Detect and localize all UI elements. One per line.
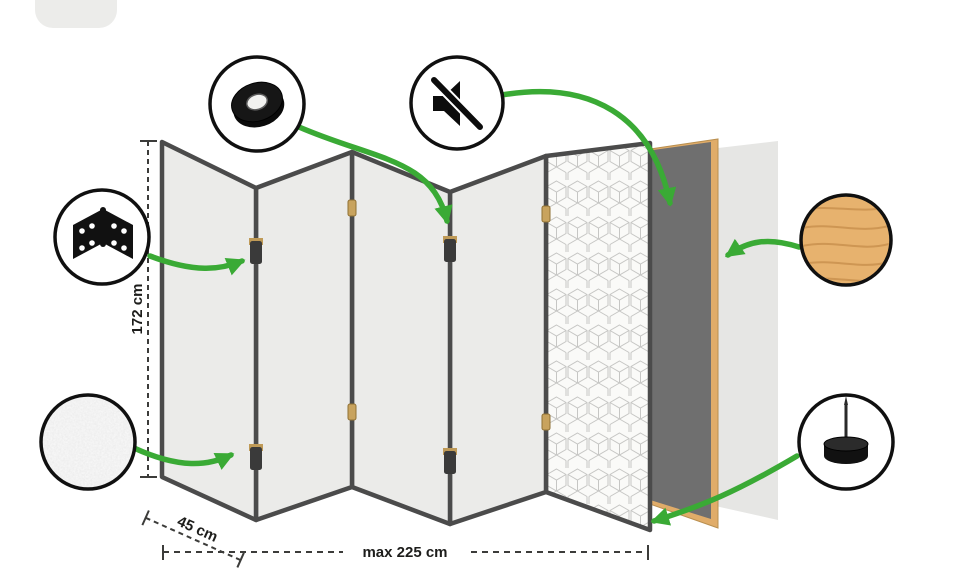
panel-2 [253,149,355,523]
panel-1 [159,139,259,523]
arrow-mute-to-panel [499,88,677,207]
fabric-texture-swatch [42,396,134,488]
callout-hinge [53,188,151,286]
height-dimension [140,140,157,478]
height-label: 172 cm [129,284,146,335]
arrow-hinge-to-seam [147,253,246,276]
panel-4 [447,153,549,527]
callout-wood [799,193,893,287]
height-dimension-ticks [140,140,157,478]
panel-3 [349,149,453,527]
folding-screen [159,139,549,527]
label-backplate [343,541,467,562]
arrow-pad-to-base [650,453,800,526]
max-width-label: max 225 cm [362,544,447,561]
callout-pad [797,393,895,491]
wood-hinge-pins [347,199,551,431]
arrow-tape-to-hinge [296,124,453,225]
arrow-wood-to-frame [724,238,802,258]
callout-tape [208,55,306,153]
decorative-corner-shape [35,0,117,28]
max-width-ticks [162,545,649,560]
callout-mute [409,55,505,151]
felt-pad-icon [823,396,869,464]
patterned-panel [543,140,653,533]
hinge-hardware [249,199,551,474]
tape-roll-icon [231,81,285,128]
callout-fabric [39,393,137,491]
hinge-icon [73,207,133,259]
panel-width-ticks [141,510,245,568]
callout-circle [39,393,137,491]
arrow-fabric-to-panel [131,445,235,470]
metal-hinges [249,236,457,474]
muted-speaker-icon [429,75,485,132]
callout-arrows [131,88,802,526]
height-label-group: 172 cm [129,284,146,335]
max-width-dimension: max 225 cm [162,541,649,562]
